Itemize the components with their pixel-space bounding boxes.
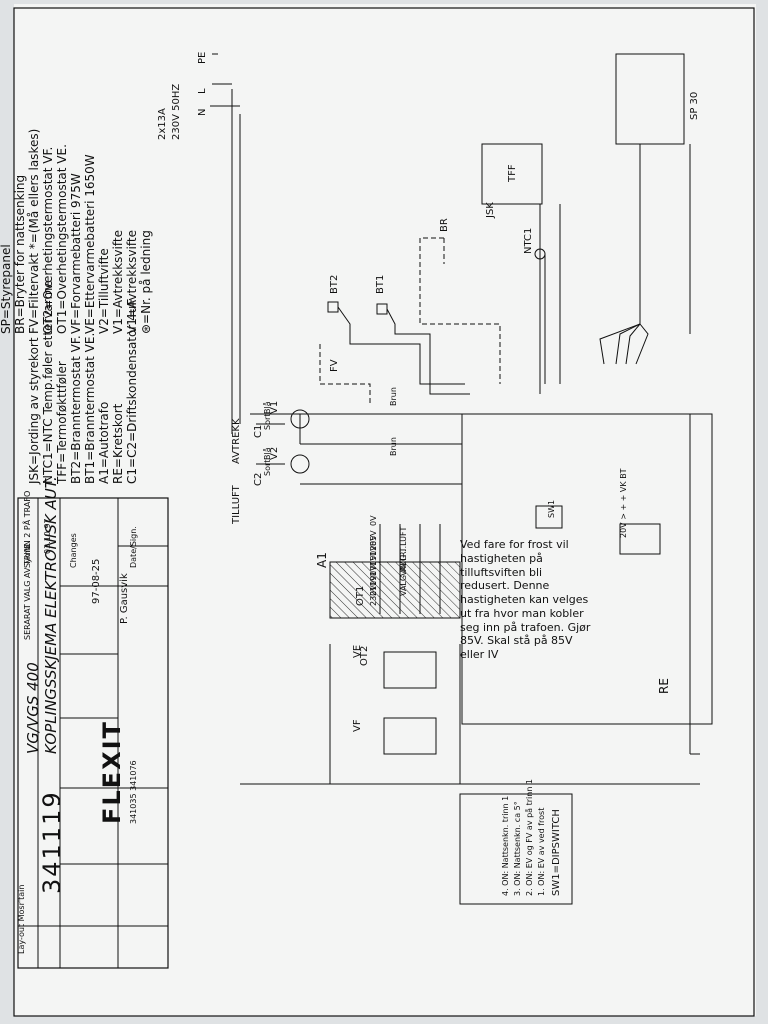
v1-blaa: Blå [263,401,272,414]
legend-header: ⊛=Nr. på ledning [139,230,153,334]
dipswitch-item: 4. ON: Nattsenkn. trinn 1 [501,795,510,896]
ot1-label: OT1 [355,585,366,606]
legend-item: V1=Avtrekksvifte [111,230,125,334]
frost-note: Ved fare for frost vil hastigheten på ti… [460,538,591,661]
br-label: BR [439,218,450,232]
legend-item: FV=Filtervakt *=(Må ellers laskes) [27,128,41,334]
sw1-label: SW1 [547,499,556,518]
dipswitch-labels: 20V > + + VK BT [619,468,628,538]
jsk-label: JSK [485,202,496,218]
tb-replaces: 341035 341076 [129,760,138,824]
dipswitch-item: 3. ON: Nattsenkn. ca 5° [513,801,522,896]
legend-item: VF=Forvarmebatteri 975W [69,173,83,334]
legend-item-2: BT2=Branntermostat VF. [69,335,83,484]
dipswitch-item: 2. ON: EV og FV av på trinn 1 [525,778,534,896]
tb-title-2: VG/VGS 400 [24,662,42,754]
tb-symb: Symb. [23,542,32,568]
tb-title-1: KOPLINGSSKJEMA ELEKTRONISK AUT. [42,476,60,754]
paper [14,4,756,1016]
tap: 0V [369,515,378,526]
sp30-label: SP 30 [689,91,700,120]
legend-item-2: BT1=Branntermostat VE. [83,332,97,484]
legend-item: SP=Styrepanel [0,244,13,334]
trafo-note: VALG AVTR. [399,549,408,596]
bt2-label: BT2 [329,274,340,294]
legend-item: V2=Tilluftvifte [97,248,111,334]
legend-item-2: JSK=Jording av styrekort [27,337,41,484]
tb-drawing-number: 341119 [38,790,66,894]
legend-item-2: A1=Autotrafo [97,401,111,484]
tb-changes: Changes [69,533,78,568]
avtrekk-label: AVTREKK [231,418,242,464]
tb-date-sign: Date/Sign. [129,526,138,568]
legend-item-2: NTC1=NTC Temp.føler ettervarme [41,280,55,484]
tap: 230V [369,585,378,606]
bt1-label: BT1 [375,274,386,294]
legend-item-2: RE=Kretskort [111,403,125,484]
tb-footer: Lay-out Mosr'tain [17,884,26,954]
supply-fuse: 2x13A [157,108,168,140]
supply-n: N [197,108,208,116]
ve-label: VE [352,644,363,658]
v2-sort: Sort [263,459,272,476]
legend-item: BR=Bryter for nattsenking [13,174,27,334]
v2-brun: Brun [389,437,398,456]
tb-date: 97-08-25 [91,558,102,604]
legend-item: VE=Ettervarmebatteri 1650W [83,154,97,334]
legend-item-2: C1=C2=Driftskondensator 4uF [125,298,139,484]
tb-drawn: P. Gausvik [119,573,130,624]
tff-label: TFF [507,164,518,182]
tb-brand: FLEXIT [98,720,126,824]
tilluft-label: TILLUFT [231,485,242,524]
v2-blaa: Blå [263,447,272,460]
supply-l: L [197,88,208,94]
supply-voltage: 230V 50HZ [171,83,182,140]
v1-brun: Brun [389,387,398,406]
vf-label: VF [352,719,363,732]
dipswitch-title: SW1=DIPSWITCH [551,809,562,896]
legend-item-2: TFF=Termoføkttføler [55,361,69,484]
ntc1-label: NTC1 [523,227,534,254]
v1-sort: Sort [263,413,272,430]
dipswitch-item: 1. ON: EV av ved frost [537,807,546,896]
fv-label: FV [329,359,340,372]
legend-item: OT1=Overhetingstermostat VE. [55,144,69,334]
supply-pe: PE [197,51,208,64]
re-label: RE [657,678,671,694]
a1-label: A1 [315,552,329,568]
